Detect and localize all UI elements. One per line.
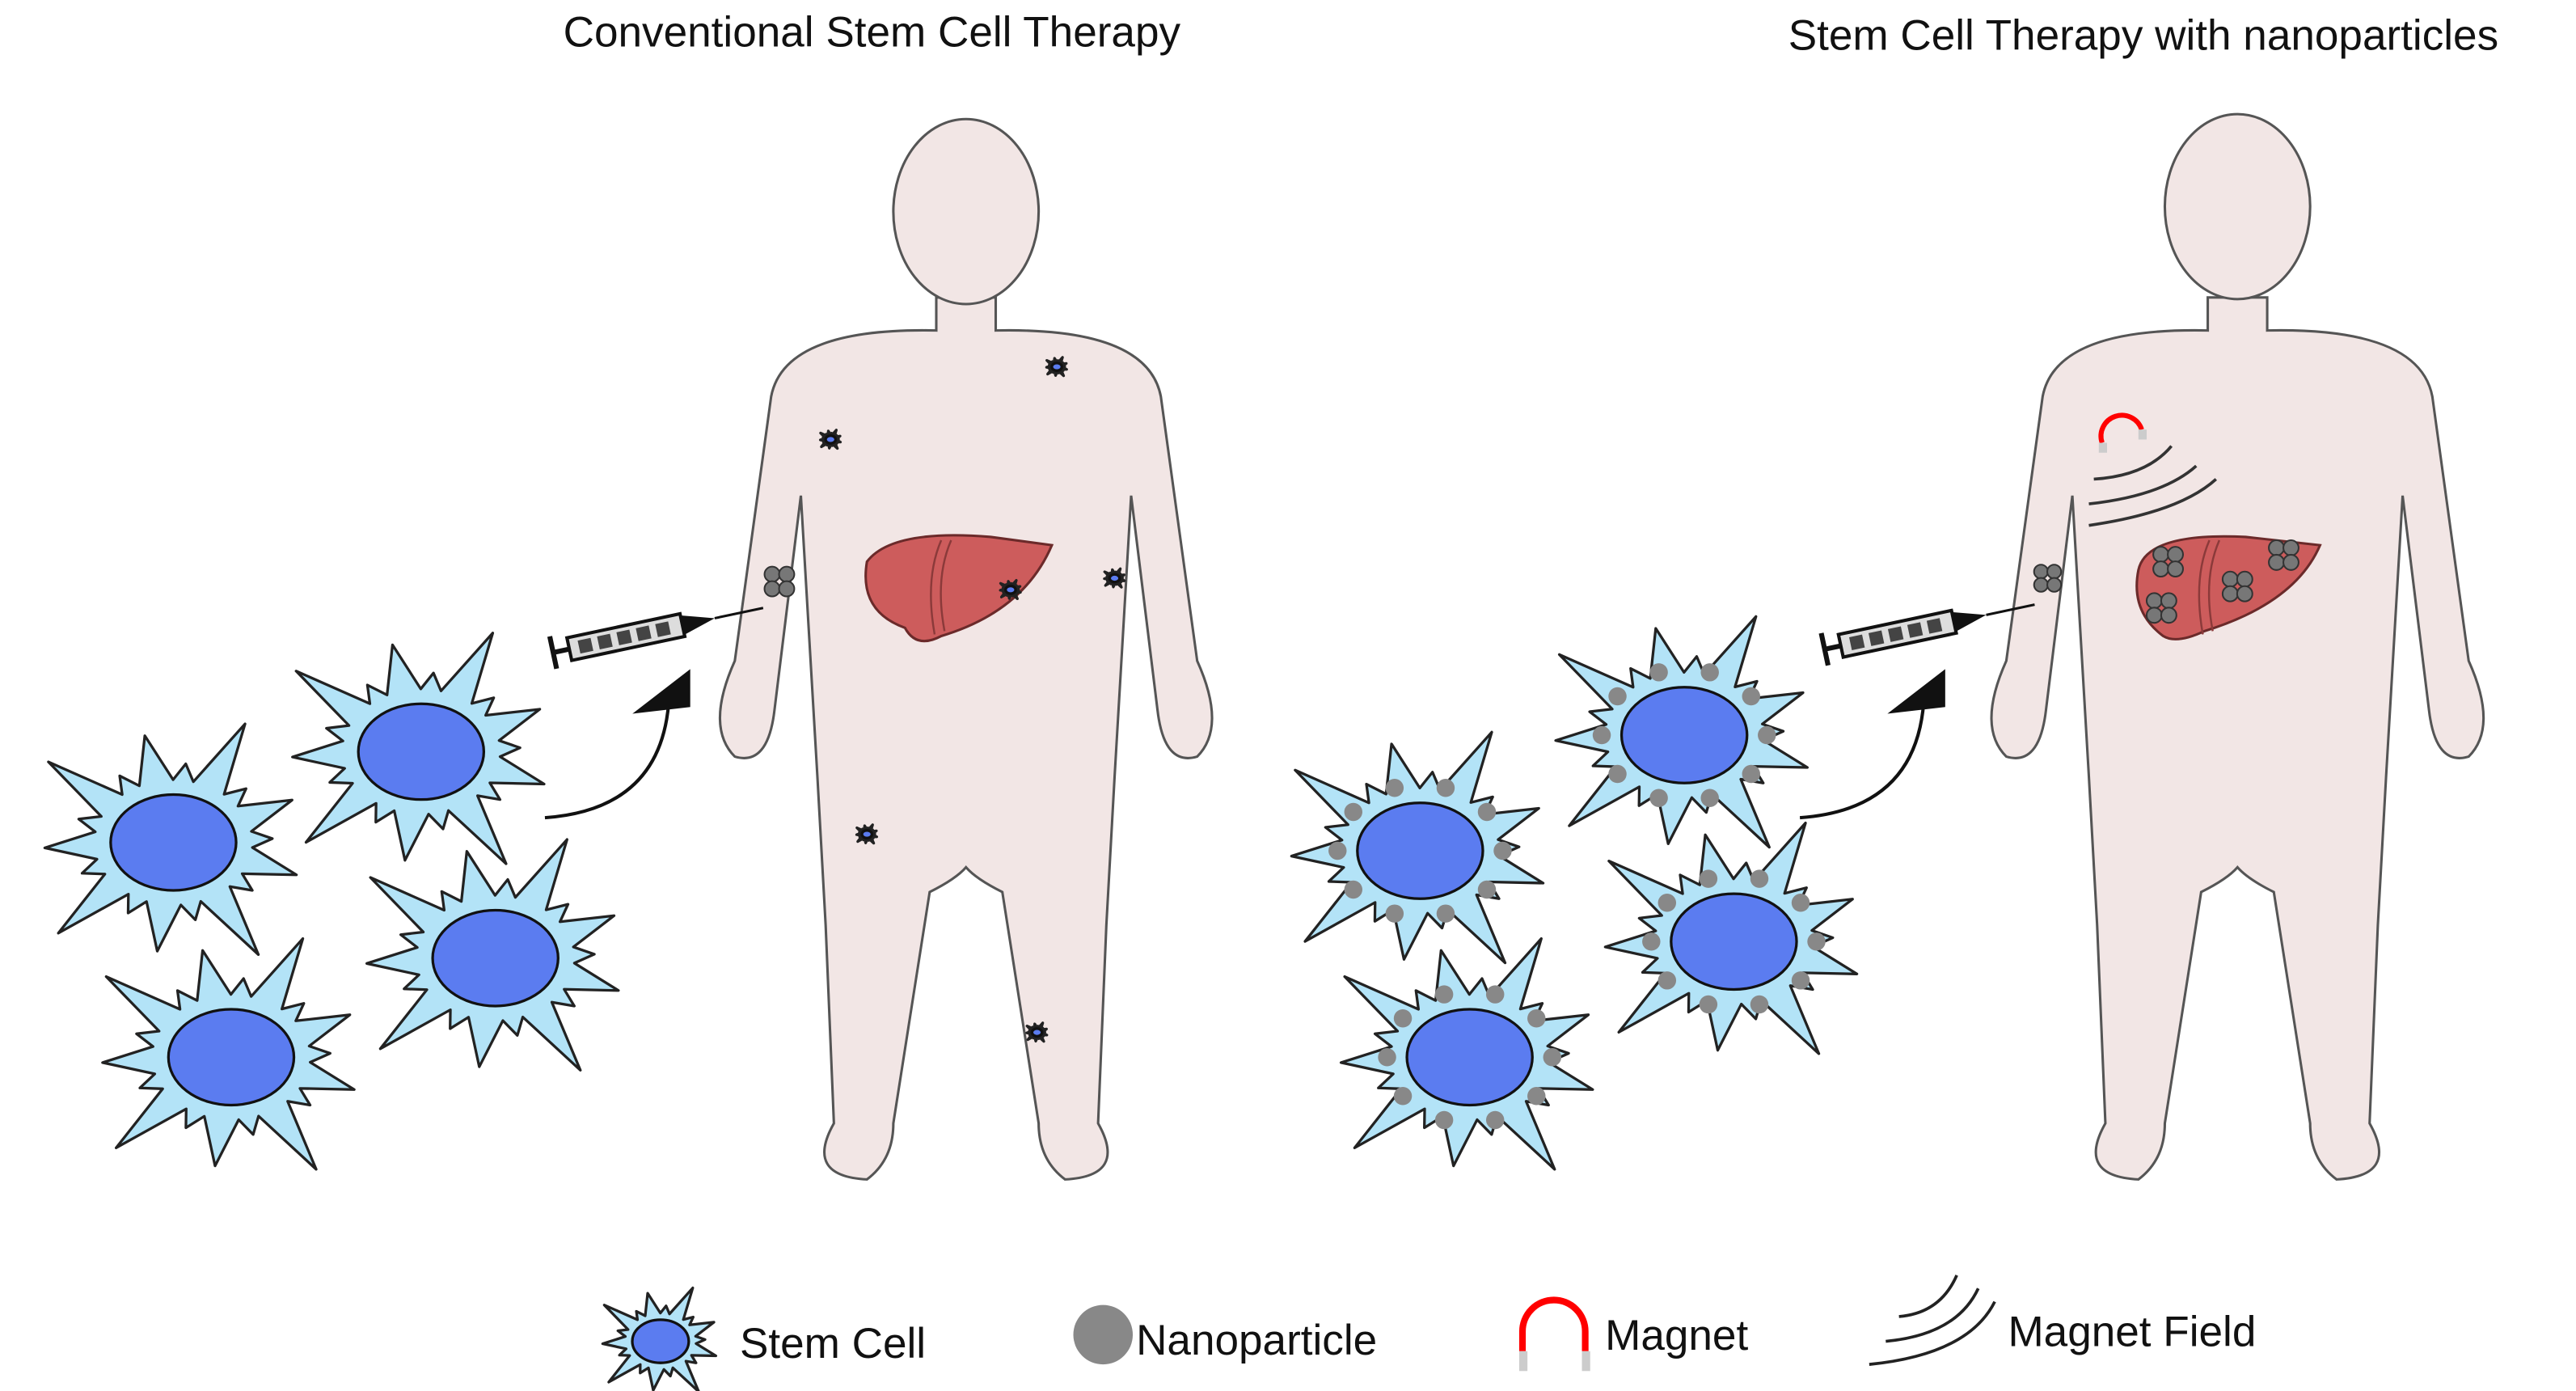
nanoparticle bbox=[1649, 663, 1668, 682]
legend-nanoparticle-icon bbox=[1073, 1304, 1134, 1365]
nanoparticle bbox=[1699, 995, 1718, 1014]
cell-nucleus bbox=[431, 908, 560, 1008]
nanoparticle bbox=[1344, 880, 1363, 899]
injection-site-cluster bbox=[2033, 564, 2063, 593]
nanoparticle bbox=[1699, 869, 1718, 888]
human-body-conventional bbox=[718, 117, 1214, 1181]
nanoparticle bbox=[1807, 932, 1826, 951]
cell-nucleus bbox=[1004, 584, 1017, 595]
nanoparticle bbox=[1385, 904, 1404, 923]
cell-nucleus bbox=[860, 829, 874, 839]
nanoparticle bbox=[1485, 985, 1505, 1004]
stem-cell-with-nanoparticles bbox=[1554, 615, 1809, 849]
scattered-stem-cells bbox=[763, 356, 1126, 1043]
nanoparticle bbox=[1700, 663, 1719, 682]
nanoparticle bbox=[1527, 1009, 1546, 1028]
nanoparticle bbox=[1642, 932, 1661, 951]
cell-nucleus bbox=[824, 434, 838, 445]
nanoparticle bbox=[1791, 894, 1810, 912]
human-body-nanoparticles bbox=[1990, 112, 2485, 1181]
stem-cell bbox=[101, 936, 356, 1171]
nanoparticle bbox=[1434, 1110, 1454, 1130]
legend-nanoparticle-label: Nanoparticle bbox=[1136, 1317, 1377, 1364]
liver-nanoparticle-cluster bbox=[2152, 546, 2184, 578]
nanoparticle bbox=[1700, 789, 1719, 807]
stem-cell bbox=[43, 722, 298, 957]
stem-cell bbox=[365, 838, 620, 1072]
nanoparticle bbox=[1493, 841, 1512, 860]
nanoparticle bbox=[1608, 764, 1627, 784]
nanoparticle bbox=[1477, 880, 1497, 899]
stem-cell-with-nanoparticles bbox=[1290, 730, 1545, 965]
title-conventional: Conventional Stem Cell Therapy bbox=[564, 8, 1181, 56]
cell-nucleus bbox=[631, 1318, 690, 1364]
nanoparticle bbox=[1477, 802, 1497, 822]
liver-nanoparticle-cluster bbox=[2145, 592, 2177, 624]
nanoparticle bbox=[1328, 841, 1347, 860]
nanoparticle bbox=[1742, 687, 1760, 706]
nanoparticle bbox=[1592, 725, 1611, 745]
legend-stem-cell-icon bbox=[601, 1286, 718, 1391]
nanoparticle bbox=[1750, 995, 1769, 1014]
stem-cell-with-nanoparticles bbox=[1603, 821, 1859, 1055]
cell-nucleus bbox=[167, 1008, 296, 1107]
nanoparticle bbox=[1758, 725, 1776, 745]
nanoparticle bbox=[1434, 985, 1454, 1004]
legend: Stem Cell Nanoparticle Magnet Magnet Fie… bbox=[601, 1275, 2256, 1391]
cell-nucleus bbox=[1108, 573, 1121, 584]
scattered-stem-cell bbox=[1025, 1021, 1049, 1043]
liver-nanoparticle-cluster bbox=[2221, 570, 2253, 602]
scattered-stem-cell bbox=[1045, 356, 1068, 378]
magnet-field-icon bbox=[2088, 445, 2218, 527]
nanoparticle bbox=[1393, 1009, 1413, 1028]
legend-stem-cell-label: Stem Cell bbox=[740, 1320, 926, 1368]
arrowhead-left bbox=[632, 669, 690, 714]
injection-site-cluster bbox=[763, 565, 796, 598]
magnet-icon bbox=[2098, 412, 2147, 453]
nanoparticle bbox=[1649, 789, 1668, 807]
title-nanoparticles: Stem Cell Therapy with nanoparticles bbox=[1788, 11, 2498, 59]
curved-arrow-right bbox=[1799, 702, 1926, 820]
cell-nucleus bbox=[1356, 801, 1484, 900]
liver-conventional bbox=[864, 534, 1054, 643]
cell-nucleus bbox=[1620, 686, 1749, 784]
nanoparticle bbox=[1608, 687, 1627, 706]
cell-nucleus bbox=[1050, 361, 1063, 372]
syringe-conventional bbox=[547, 607, 764, 670]
nanoparticle bbox=[1344, 802, 1363, 822]
stem-cell-with-nanoparticles bbox=[1339, 936, 1594, 1171]
scattered-stem-cell bbox=[855, 823, 879, 845]
nanoparticle bbox=[1436, 904, 1455, 923]
cell-nucleus bbox=[109, 793, 238, 892]
nanoparticle bbox=[1658, 894, 1677, 912]
nanoparticle bbox=[1385, 779, 1404, 797]
nanoparticle bbox=[1378, 1048, 1396, 1067]
liver-nanoparticle-cluster bbox=[2268, 539, 2299, 571]
curved-arrow-left bbox=[544, 702, 671, 820]
nanoparticle bbox=[1742, 764, 1760, 784]
legend-magnet-label: Magnet bbox=[1605, 1312, 1748, 1359]
legend-magnet-icon bbox=[1518, 1296, 1590, 1372]
nanoparticle bbox=[1750, 869, 1769, 888]
nanoparticle bbox=[1791, 971, 1810, 990]
nanoparticle bbox=[1658, 971, 1677, 990]
cell-nucleus bbox=[1670, 892, 1798, 991]
nanoparticle bbox=[1527, 1087, 1546, 1106]
scattered-stem-cell bbox=[999, 578, 1022, 601]
cell-nucleus bbox=[357, 702, 486, 801]
arrowhead-right bbox=[1887, 669, 1945, 714]
legend-magnet-field-icon bbox=[1869, 1275, 1996, 1366]
nanoparticle bbox=[1436, 779, 1455, 797]
nanoparticle-clusters-in-liver bbox=[2033, 539, 2299, 624]
nanoparticle bbox=[1543, 1048, 1562, 1067]
cell-nucleus bbox=[1030, 1027, 1044, 1038]
legend-magnet-field-label: Magnet Field bbox=[2008, 1309, 2256, 1356]
scattered-stem-cell bbox=[1103, 567, 1126, 589]
syringe-nanoparticles bbox=[1818, 603, 2035, 666]
scattered-stem-cell bbox=[818, 429, 842, 450]
cell-nucleus bbox=[1405, 1008, 1534, 1107]
nanoparticle bbox=[1485, 1110, 1505, 1130]
stem-cell bbox=[291, 632, 546, 865]
nanoparticle bbox=[1393, 1087, 1413, 1106]
